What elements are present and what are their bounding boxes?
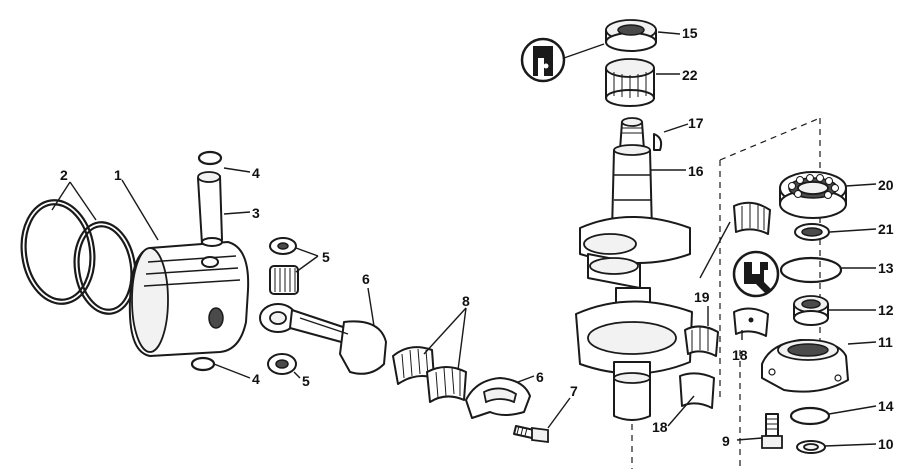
- lower-bearing-housing: [761, 339, 849, 393]
- crankshaft: [575, 117, 693, 421]
- seal-detail-inset: [520, 37, 605, 83]
- leader-lines: [51, 31, 877, 447]
- housing-screw: [761, 413, 783, 449]
- callout-19: 19: [694, 289, 710, 305]
- piston-ring-outer: [20, 199, 96, 305]
- center-main-bearing-upper: [733, 201, 771, 235]
- center-main-bearing-lower: [684, 325, 719, 357]
- callout-16: 16: [688, 163, 704, 179]
- connecting-rod-cap: [465, 377, 531, 419]
- callout-13: 13: [878, 260, 894, 276]
- piston-pin-retainer-bottom: [190, 356, 216, 372]
- callout-5-top: 5: [322, 249, 330, 265]
- bearing-retaining-ring: [794, 223, 830, 241]
- callout-9: 9: [722, 433, 730, 449]
- ball-bearing: [779, 171, 847, 219]
- callout-4-bottom: 4: [252, 371, 260, 387]
- connecting-rod: [259, 303, 387, 375]
- callout-21: 21: [878, 221, 894, 237]
- o-ring-small: [789, 406, 831, 426]
- piston-pin-retainer-top: [197, 150, 223, 166]
- callout-18-upper: 18: [732, 347, 748, 363]
- piston: [128, 241, 250, 357]
- callout-labels: 2 1 4 3 5 6 8 4 5 6 7 15 22 17 16 19 18 …: [60, 25, 894, 452]
- callout-20: 20: [878, 177, 894, 193]
- rod-cap-screw: [513, 425, 549, 444]
- callout-22: 22: [682, 67, 698, 83]
- callout-2: 2: [60, 167, 68, 183]
- callout-10: 10: [878, 436, 894, 452]
- callout-17: 17: [688, 115, 704, 131]
- o-ring-large: [779, 256, 843, 284]
- callout-18-lower: 18: [652, 419, 668, 435]
- callout-7: 7: [570, 383, 578, 399]
- callout-15: 15: [682, 25, 698, 41]
- callout-14: 14: [878, 398, 894, 414]
- main-bearing-half-lower: [679, 372, 715, 409]
- callout-5-bottom: 5: [302, 373, 310, 389]
- crankshaft-seal: [605, 19, 657, 52]
- needle-bearing-small-end: [269, 265, 299, 295]
- lower-seal: [793, 295, 829, 326]
- lubricant-detail-inset: [732, 250, 780, 298]
- upper-needle-bearing: [605, 58, 655, 107]
- thrust-washer-bottom: [267, 353, 297, 375]
- callout-4-top: 4: [252, 165, 260, 181]
- rod-bearing-cage-lower: [426, 366, 467, 403]
- callout-8: 8: [462, 293, 470, 309]
- callout-6-cap: 6: [536, 369, 544, 385]
- callout-6-rod: 6: [362, 271, 370, 287]
- callout-1: 1: [114, 167, 122, 183]
- main-bearing-half-upper: [733, 307, 769, 337]
- piston-pin: [197, 171, 223, 247]
- callout-11: 11: [878, 334, 893, 350]
- callout-12: 12: [878, 302, 894, 318]
- thrust-washer-top: [269, 237, 297, 255]
- washer: [796, 440, 826, 454]
- woodruff-key: [653, 133, 663, 151]
- callout-3: 3: [252, 205, 260, 221]
